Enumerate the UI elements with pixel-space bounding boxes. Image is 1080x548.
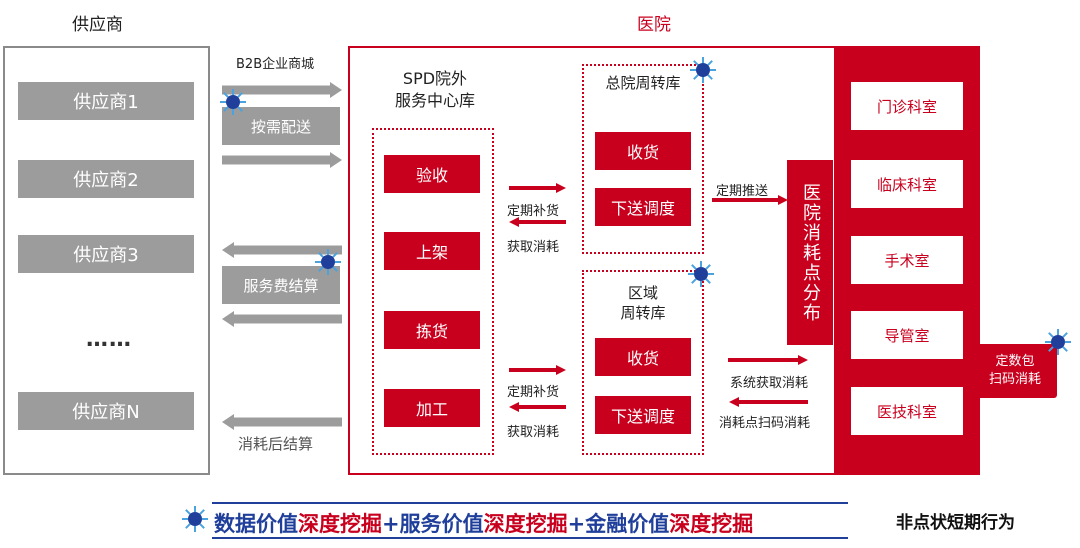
regional-warehouse-title: 区域 周转库 (582, 283, 704, 323)
consume-label-1: 获取消耗 (507, 240, 560, 255)
regional-warehouse-box (582, 270, 704, 455)
spd-box (372, 128, 494, 455)
dept-surgery: 手术室 (851, 236, 963, 284)
starburst-icon (1045, 329, 1071, 355)
replenish-label-2: 定期补货 (507, 385, 560, 400)
fixed-pack-callout: 定数包 扫码消耗 (973, 344, 1057, 398)
system-get-label: 系统获取消耗 (730, 376, 809, 391)
consumption-points-bar: 医院消耗点分布 (787, 160, 833, 345)
slogan-part-5: +金融价值 (567, 512, 670, 536)
arrow-head-left-1 (222, 242, 234, 258)
callout-line1: 定数包 (995, 354, 1035, 369)
replenish-label-1: 定期补货 (507, 204, 560, 219)
slogan-part-2: 深度挖掘 (298, 512, 382, 536)
regional-receive: 收货 (595, 338, 691, 376)
spd-acceptance: 验收 (384, 155, 480, 193)
on-demand-label: 按需配送 (222, 107, 340, 145)
callout-line2: 扫码消耗 (988, 372, 1041, 387)
supplier-2: 供应商2 (18, 160, 194, 198)
starburst-icon (688, 261, 714, 287)
arrow-head-left-3 (222, 414, 234, 430)
main-dispatch: 下送调度 (595, 188, 691, 226)
main-warehouse-title: 总院周转库 (605, 74, 681, 92)
dept-medtech: 医技科室 (851, 387, 963, 435)
supplier-1: 供应商1 (18, 82, 194, 120)
slogan-part-6: 深度挖掘 (669, 512, 754, 536)
main-warehouse-box (582, 64, 704, 254)
spd-title-line1: SPD院外 (402, 69, 468, 88)
starburst-icon (315, 249, 341, 275)
push-label: 定期推送 (716, 184, 769, 199)
slogan-part-3: +服务价值 (382, 512, 484, 536)
spd-title: SPD院外 服务中心库 (380, 68, 490, 112)
spd-processing: 加工 (384, 389, 480, 427)
spd-picking: 拣货 (384, 311, 480, 349)
regional-title-line2: 周转库 (620, 304, 666, 322)
dept-outpatient: 门诊科室 (851, 82, 963, 130)
supplier-n: 供应商N (18, 392, 194, 430)
spd-shelving: 上架 (384, 232, 480, 270)
scan-consume-label: 消耗点扫码消耗 (719, 416, 811, 431)
b2b-label: B2B企业商城 (236, 57, 315, 72)
regional-title-line1: 区域 (627, 284, 658, 302)
footer-rule-top (212, 502, 848, 504)
arrow-head-left-2 (222, 311, 234, 327)
arrow-head-right-2 (330, 152, 342, 168)
starburst-icon (690, 57, 716, 83)
supplier-title: 供应商 (72, 15, 123, 35)
footer-note: 非点状短期行为 (896, 513, 1015, 533)
service-fee-label: 服务费结算 (222, 266, 340, 304)
consume-label-2: 获取消耗 (507, 425, 560, 440)
footer-slogan: 数据价值深度挖掘+服务价值深度挖掘+金融价值深度挖掘 (214, 508, 753, 538)
footer-rule-bottom (212, 537, 848, 539)
post-settle-label: 消耗后结算 (238, 435, 314, 453)
starburst-icon (220, 89, 246, 115)
supplier-3: 供应商3 (18, 235, 194, 273)
starburst-icon (182, 506, 208, 532)
regional-dispatch: 下送调度 (595, 396, 691, 434)
dept-clinical: 临床科室 (851, 160, 963, 208)
hospital-title: 医院 (637, 15, 671, 35)
slogan-part-1: 数据价值 (214, 512, 298, 536)
spd-title-line2: 服务中心库 (394, 91, 475, 110)
arrow-head-right-1 (330, 82, 342, 98)
dept-catheter: 导管室 (851, 311, 963, 359)
main-receive: 收货 (595, 132, 691, 170)
slogan-part-4: 深度挖掘 (483, 512, 568, 536)
supplier-ellipsis: …… (86, 327, 132, 352)
